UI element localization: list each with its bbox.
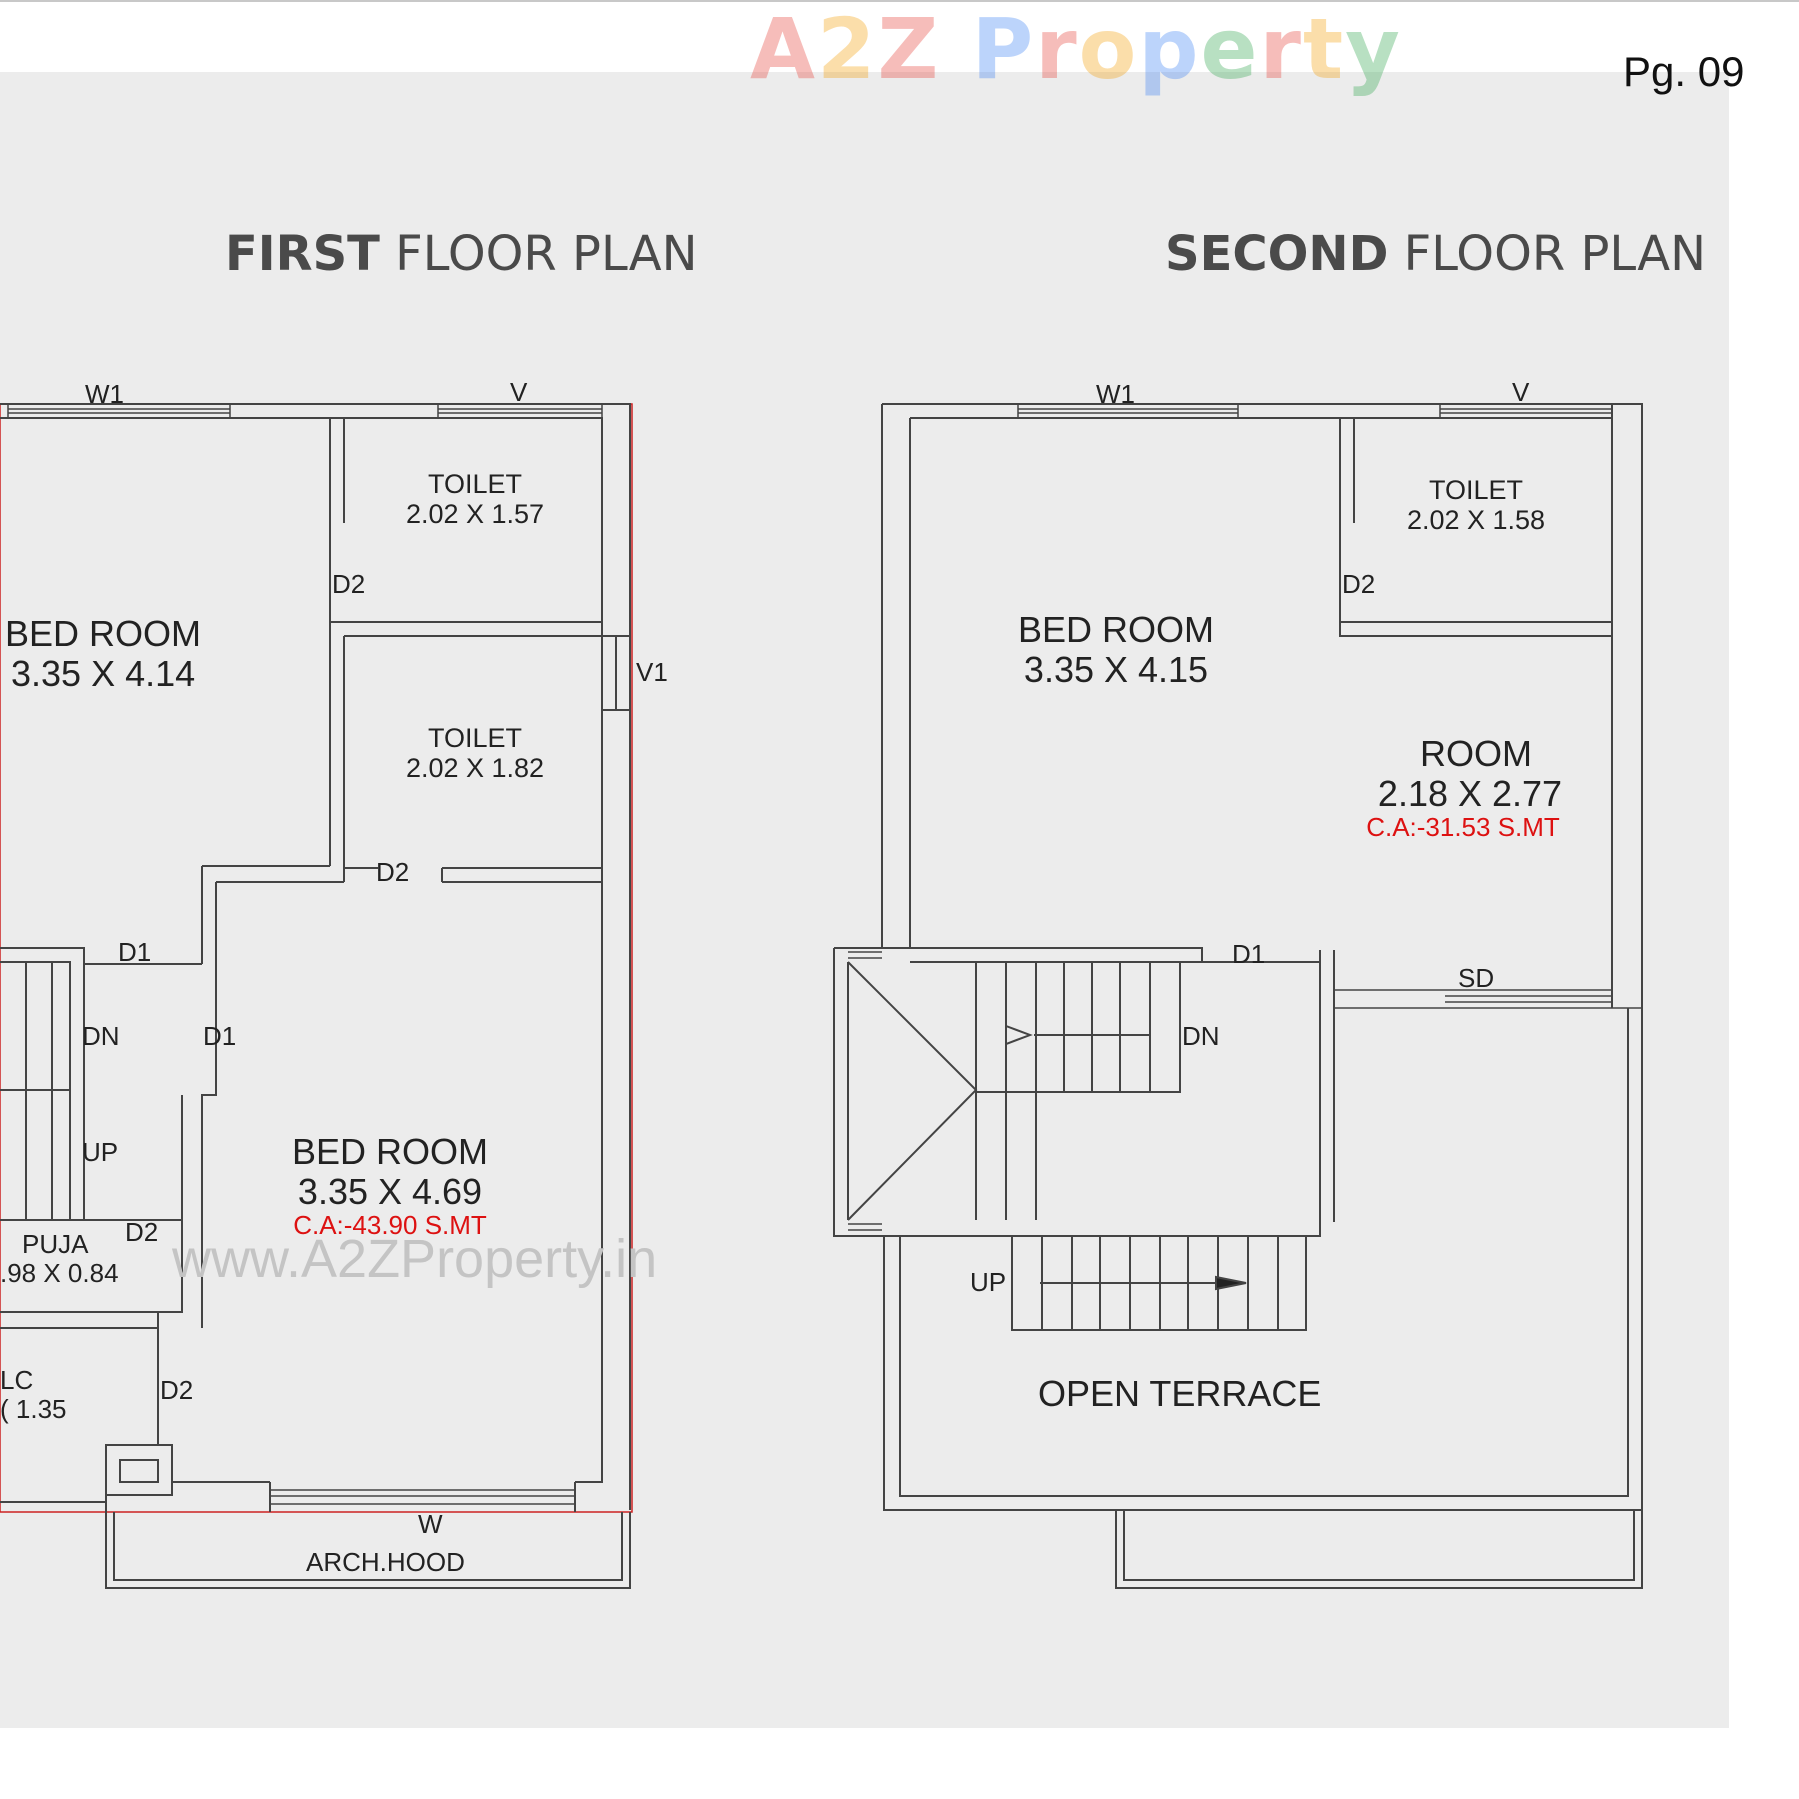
ff-toilet1-size: 2.02 X 1.57 — [405, 498, 545, 529]
sf-sliding-door-sd-tag: SD — [1458, 963, 1495, 993]
ff-window-w1-tag: W1 — [85, 379, 124, 409]
first-floor-title: FIRST FLOOR PLAN — [225, 226, 698, 282]
second-floor-title: SECOND FLOOR PLAN — [1165, 226, 1706, 282]
first-floor-title-bold: FIRST — [225, 226, 380, 282]
first-floor-title-rest: FLOOR PLAN — [379, 226, 698, 282]
first-floor-walls — [0, 403, 633, 1589]
ff-puja-name: PUJA — [22, 1229, 89, 1259]
sf-room-size: 2.18 X 2.77 — [1377, 772, 1563, 814]
ff-arch-hood-label: ARCH.HOOD — [306, 1547, 465, 1577]
drawing-panel — [0, 72, 1729, 1728]
sf-door-d1-tag: D1 — [1232, 939, 1266, 969]
ff-door-d2-tag: D2 — [160, 1375, 194, 1405]
ff-door-d2-tag: D2 — [332, 569, 366, 599]
ff-puja-size: .98 X 0.84 — [0, 1257, 119, 1288]
ff-wc-label: LC ( 1.35 — [0, 1366, 67, 1423]
second-floor-walls — [833, 403, 1643, 1589]
sf-window-w1-tag: W1 — [1096, 379, 1135, 409]
ff-bedroom2-carpet-area: C.A:-43.90 S.MT — [293, 1210, 487, 1241]
sf-toilet-name: TOILET — [1428, 475, 1524, 505]
brand-logo: A2Z Property — [750, 0, 1402, 98]
sf-window-v-tag: V — [1512, 377, 1530, 407]
ff-window-w-tag: W — [418, 1509, 443, 1539]
page-number: Pg. 09 — [1623, 48, 1745, 95]
ff-toilet2-size: 2.02 X 1.82 — [405, 752, 545, 783]
sf-toilet-label: TOILET 2.02 X 1.58 — [1396, 475, 1556, 535]
ff-door-d2-tag: D2 — [376, 857, 410, 887]
ff-wc-name: LC — [0, 1365, 34, 1395]
sf-stair-up-tag: UP — [970, 1267, 1007, 1297]
sf-room-carpet-area: C.A:-31.53 S.MT — [1366, 812, 1560, 843]
second-floor-title-rest: FLOOR PLAN — [1388, 226, 1707, 282]
ff-bedroom2-name: BED ROOM — [291, 1131, 488, 1172]
ff-stair-dn-tag: DN — [82, 1021, 120, 1051]
sf-room-name: ROOM — [1420, 733, 1532, 774]
ff-bedroom2-size: 3.35 X 4.69 — [297, 1170, 483, 1212]
sf-open-terrace-label: OPEN TERRACE — [1038, 1373, 1322, 1414]
sf-room-label: ROOM 2.18 X 2.77 C.A:-31.53 S.MT — [1350, 734, 1590, 842]
ff-door-d2-tag: D2 — [125, 1217, 159, 1247]
ff-toilet1-label: TOILET 2.02 X 1.57 — [395, 469, 555, 529]
ff-toilet2-name: TOILET — [427, 723, 523, 753]
ff-bedroom1-label: BED ROOM 3.35 X 4.14 — [5, 614, 201, 693]
ff-puja-label: PUJA .98 X 0.84 — [0, 1230, 119, 1287]
ff-door-d1-tag: D1 — [118, 937, 152, 967]
ff-toilet1-name: TOILET — [427, 469, 523, 499]
ff-stair-up-tag: UP — [82, 1137, 119, 1167]
ff-toilet2-label: TOILET 2.02 X 1.82 — [395, 723, 555, 783]
sf-bedroom-label: BED ROOM 3.35 X 4.15 — [1000, 610, 1232, 689]
ff-bedroom1-size: 3.35 X 4.14 — [11, 652, 196, 694]
sf-door-d2-tag: D2 — [1342, 569, 1376, 599]
ff-bedroom1-name: BED ROOM — [5, 613, 202, 654]
second-floor-title-bold: SECOND — [1165, 226, 1389, 282]
sf-bedroom-size: 3.35 X 4.15 — [1023, 648, 1209, 690]
watermark: www.A2ZProperty.in — [172, 1229, 658, 1289]
ff-wc-size: ( 1.35 — [0, 1393, 67, 1424]
ff-window-v-tag: V — [510, 377, 528, 407]
sf-stair-dn-tag: DN — [1182, 1021, 1220, 1051]
sf-toilet-size: 2.02 X 1.58 — [1406, 504, 1546, 535]
top-border-line — [0, 0, 1799, 2]
sf-bedroom-name: BED ROOM — [1017, 609, 1214, 650]
ff-window-v1-tag: V1 — [636, 657, 668, 687]
ff-door-d1-tag: D1 — [203, 1021, 237, 1051]
ff-bedroom2-label: BED ROOM 3.35 X 4.69 C.A:-43.90 S.MT — [250, 1132, 530, 1240]
